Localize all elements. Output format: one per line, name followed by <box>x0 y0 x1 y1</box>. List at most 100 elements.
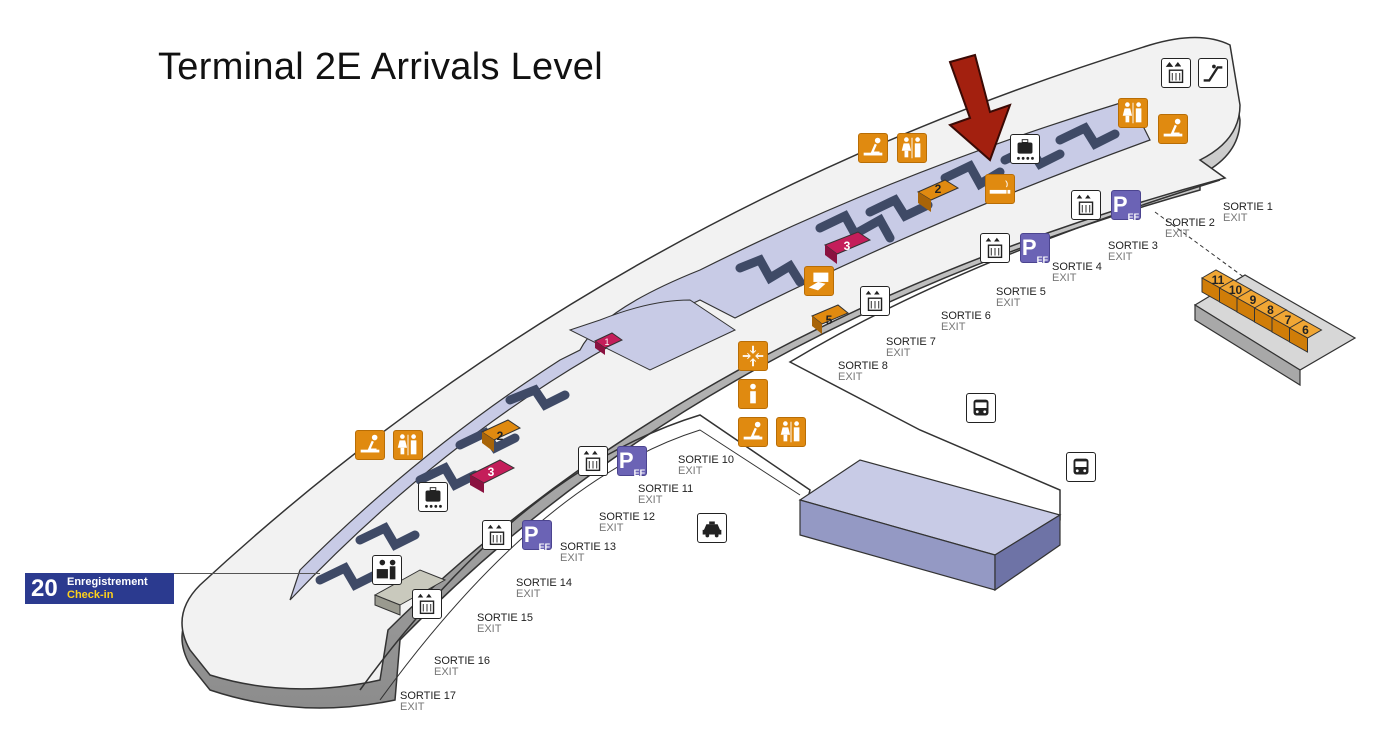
exit-label-en: EXIT <box>941 321 966 333</box>
gate-box: 10 <box>1218 279 1253 313</box>
exit-label: SORTIE 6 <box>941 310 991 322</box>
parking-icon: PEF <box>617 446 647 479</box>
exit-label: SORTIE 5 <box>996 286 1046 298</box>
gate-label: 6 <box>1302 323 1309 337</box>
parking-icon: PEF <box>1020 233 1050 266</box>
taxi-icon <box>697 513 727 543</box>
exit-label: SORTIE 7 <box>886 336 936 348</box>
gate-label: 7 <box>1285 313 1292 327</box>
exit-label-en: EXIT <box>599 522 624 534</box>
marker-1: 1 <box>594 332 623 355</box>
gate-label: 8 <box>1267 303 1274 317</box>
exit-label: SORTIE 10 <box>678 454 735 466</box>
parking-sub: EF <box>633 468 646 479</box>
exit-label-en: EXIT <box>1223 212 1248 224</box>
parking-letter: P <box>1021 235 1037 260</box>
bus-icon <box>966 393 996 423</box>
exit-label: SORTIE 12 <box>599 511 656 523</box>
elevator-icon <box>860 286 890 316</box>
smoking-area-icon <box>985 174 1015 204</box>
exit-label-en: EXIT <box>516 588 541 600</box>
marker-2-south: 2 <box>480 419 522 452</box>
baby-changing-icon <box>355 430 385 460</box>
location-arrow <box>948 53 1012 162</box>
elevator-icon <box>980 233 1010 263</box>
marker-5-label: 5 <box>826 313 833 327</box>
elevator-icon <box>578 446 608 476</box>
marker-3-south: 3 <box>468 459 516 493</box>
gate-box: 6 <box>1288 319 1323 353</box>
parking-sub: EF <box>538 542 551 553</box>
marker-2-north: 2 <box>916 179 960 212</box>
meeting-point-icon <box>738 341 768 371</box>
checkin-counter-side <box>374 594 401 616</box>
exit-label: SORTIE 4 <box>1052 261 1102 273</box>
exit-label-en: EXIT <box>1052 272 1077 284</box>
parking-icon: PEF <box>1111 190 1141 223</box>
connector-walkway <box>568 299 737 371</box>
exit-label: SORTIE 16 <box>434 655 491 667</box>
checkin-pointer-line <box>174 573 320 574</box>
baby-changing-icon <box>858 133 888 163</box>
parking-building <box>798 459 1062 592</box>
baby-changing-icon <box>738 417 768 447</box>
parking-sub: EF <box>1036 255 1049 266</box>
exit-label-en: EXIT <box>434 666 459 678</box>
exit-label-en: EXIT <box>1165 228 1190 240</box>
exit-label: SORTIE 13 <box>560 541 617 553</box>
elevator-icon <box>412 589 442 619</box>
exit-label: SORTIE 11 <box>638 483 694 495</box>
gate-label: 11 <box>1212 273 1225 287</box>
exit-label: SORTIE 3 <box>1108 240 1158 252</box>
parking-letter: P <box>618 448 634 473</box>
map-title: Terminal 2E Arrivals Level <box>158 46 603 88</box>
parking-letter: P <box>1112 192 1128 217</box>
restroom-icon <box>776 417 806 447</box>
gate-label: 10 <box>1229 283 1243 297</box>
gate-box: 7 <box>1270 309 1306 343</box>
exit-label: SORTIE 8 <box>838 360 888 372</box>
baggage-claim-icon <box>418 482 448 512</box>
exit-label: SORTIE 17 <box>400 690 457 702</box>
marker-1-label: 1 <box>604 337 609 347</box>
checkin-label-fr: Enregistrement <box>67 576 148 588</box>
currency-exchange-icon <box>804 266 834 296</box>
exit-label-en: EXIT <box>996 297 1021 309</box>
exit-label-en: EXIT <box>1108 251 1133 263</box>
exit-label-en: EXIT <box>477 623 502 635</box>
baggage-claim-icon <box>1010 134 1040 164</box>
information-icon <box>738 379 768 409</box>
checkin-20-label: 20 Enregistrement Check-in <box>25 573 174 604</box>
marker-3-north: 3 <box>823 231 872 264</box>
baby-changing-icon <box>1158 114 1188 144</box>
escalator-icon <box>1198 58 1228 88</box>
bus-icon <box>1066 452 1096 482</box>
elevator-icon <box>1161 58 1191 88</box>
exit-label-en: EXIT <box>638 494 663 506</box>
restroom-icon <box>393 430 423 460</box>
exit-label: SORTIE 2 <box>1165 217 1215 229</box>
gate-label: 9 <box>1250 293 1257 307</box>
checkin-number: 20 <box>31 575 58 602</box>
elevator-icon <box>1071 190 1101 220</box>
exit-label-en: EXIT <box>886 347 911 359</box>
restroom-icon <box>897 133 927 163</box>
marker-2-north-label: 2 <box>935 182 942 196</box>
parking-letter: P <box>523 522 539 547</box>
parking-sub: EF <box>1127 212 1140 223</box>
exit-label: SORTIE 15 <box>477 612 534 624</box>
